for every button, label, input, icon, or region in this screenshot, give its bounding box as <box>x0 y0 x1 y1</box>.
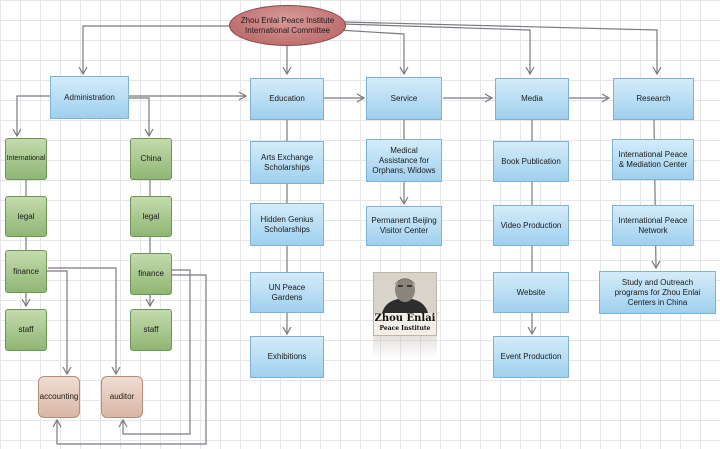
research-peace-network: International Peace Network <box>612 205 694 246</box>
service-medical-assistance: Medical Assistance for Orphans, Widows <box>366 139 442 182</box>
edu-arts-exchange: Arts Exchange Scholarships <box>250 141 324 184</box>
root-line-1: Zhou Enlai Peace Institute <box>240 15 335 25</box>
international-legal: legal <box>5 196 47 237</box>
research-peace-mediation-center: International Peace & Mediation Center <box>612 139 694 180</box>
connector-china-finance-auditor <box>118 269 191 435</box>
connector-root-media <box>341 23 535 76</box>
root-international-committee: Zhou Enlai Peace Institute International… <box>229 5 346 46</box>
china-legal: legal <box>130 196 172 237</box>
international-finance: finance <box>5 250 47 293</box>
research-study-outreach: Study and Outreach programs for Zhou Enl… <box>599 271 716 314</box>
china-finance: finance <box>130 253 172 295</box>
china-staff: staff <box>130 309 172 351</box>
dept-education: Education <box>250 78 324 120</box>
logo-reflection <box>373 336 437 358</box>
auditor-box: auditor <box>101 376 143 418</box>
edu-exhibitions: Exhibitions <box>250 336 324 378</box>
connector-finance-accounting <box>40 270 72 376</box>
connector-admin-international <box>12 95 50 138</box>
edu-un-peace-gardens: UN Peace Gardens <box>250 272 324 313</box>
connector-china-finance-accounting <box>52 274 207 445</box>
media-event-production: Event Production <box>493 336 569 378</box>
root-line-2: International Committee <box>245 25 330 35</box>
media-website: Website <box>493 272 569 313</box>
connector-root-research <box>343 21 662 76</box>
service-beijing-visitor-center: Permanent Beijing Visitor Center <box>366 206 442 246</box>
logo-title: Zhou Enlai <box>374 313 436 324</box>
connector-finance-auditor <box>48 267 121 376</box>
media-video-production: Video Production <box>493 205 569 246</box>
media-book-publication: Book Publication <box>493 141 569 182</box>
dept-service: Service <box>366 77 442 120</box>
portrait-image <box>374 273 436 313</box>
connector-root-administration <box>78 25 231 76</box>
dept-media: Media <box>495 78 569 120</box>
logo-subtitle: Peace Institute <box>379 325 431 332</box>
connector-admin-china <box>129 97 154 138</box>
dept-administration: Administration <box>50 76 129 119</box>
international-staff: staff <box>5 309 47 351</box>
branch-china: China <box>130 138 172 180</box>
edu-hidden-genius: Hidden Genius Scholarships <box>250 203 324 246</box>
zhou-enlai-portrait-logo: Zhou Enlai Peace Institute <box>373 272 437 336</box>
accounting-box: accounting <box>38 376 80 418</box>
branch-international: International <box>5 138 47 180</box>
dept-research: Research <box>613 78 694 120</box>
connector-root-service <box>337 29 409 76</box>
